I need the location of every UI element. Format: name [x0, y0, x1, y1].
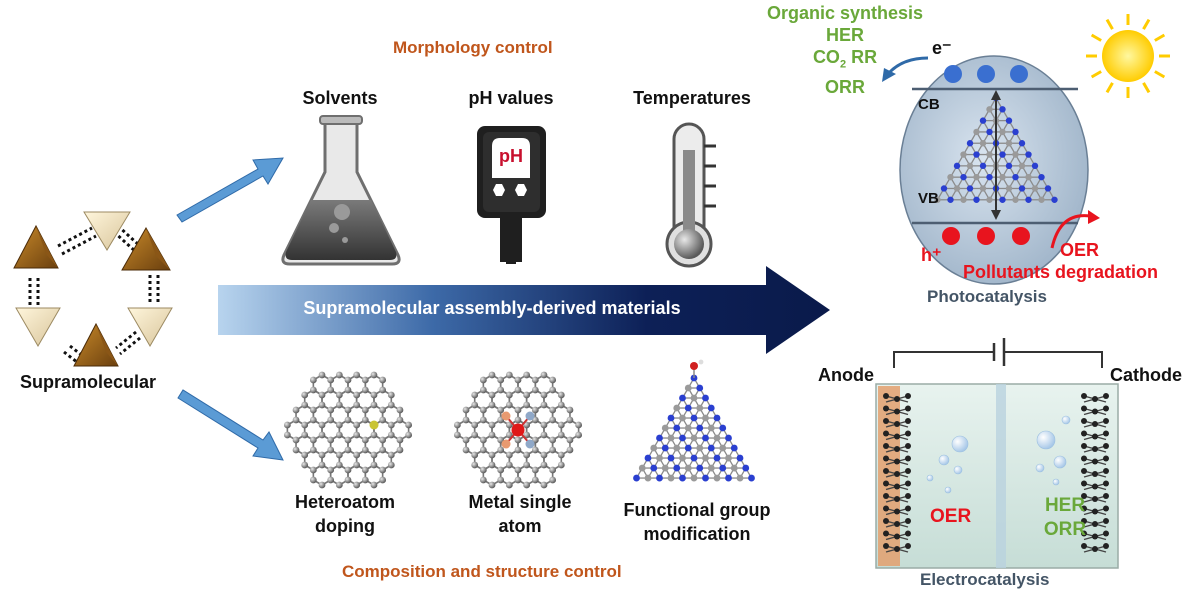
electron-transfer-arrow — [882, 56, 929, 82]
electron-label: e⁻ — [932, 38, 952, 58]
electron-dot — [944, 65, 962, 83]
hole-label: h⁺ — [921, 245, 942, 265]
hole-dot — [977, 227, 995, 245]
oer-photo-label: OER — [1060, 240, 1100, 260]
ph-badge: pH — [499, 146, 523, 166]
composition-title: Composition and structure control — [342, 562, 622, 581]
thermometer-icon — [665, 122, 716, 268]
supramolecular-ring-icon — [13, 211, 173, 368]
vb-label: VB — [918, 190, 939, 207]
morphology-title: Morphology control — [393, 38, 553, 57]
upper-branch-arrow — [176, 157, 284, 223]
electron-dot — [1010, 65, 1028, 83]
reduction-products: Organic synthesis HER CO2 RR ORR — [760, 2, 930, 98]
hole-dot — [942, 227, 960, 245]
functional-group-label: Functional group modification — [623, 500, 771, 544]
electrocatalysis-title: Electrocatalysis — [920, 570, 1050, 589]
sun-icon — [1086, 14, 1170, 98]
solvents-label: Solvents — [302, 88, 378, 108]
electron-dot — [977, 65, 995, 83]
doped-graphene-icon — [283, 371, 413, 489]
single-atom-graphene-icon — [453, 371, 583, 489]
electrolysis-cell — [875, 338, 1119, 569]
lower-branch-arrow — [177, 389, 284, 461]
photocatalyst-particle — [899, 55, 1089, 285]
ph-meter-icon — [477, 126, 546, 264]
carbon-nitride-icon — [633, 359, 755, 482]
cb-label: CB — [918, 96, 940, 113]
metal-single-atom-label: Metal single atom — [468, 492, 572, 536]
hole-transfer-arrow — [1050, 210, 1100, 249]
photocatalysis-title: Photocatalysis — [927, 287, 1047, 306]
temperatures-label: Temperatures — [633, 88, 751, 108]
source-label: Supramolecular — [20, 372, 157, 392]
cathode-label: Cathode — [1110, 365, 1182, 385]
flask-icon — [281, 115, 401, 266]
cathode-products: HER ORR — [1043, 495, 1087, 540]
main-arrow-label: Supramolecular assembly-derived material… — [303, 298, 681, 318]
pollutants-label: Pollutants degradation — [963, 262, 1159, 282]
main-arrow-shape — [218, 266, 830, 354]
oer-electro-label: OER — [930, 506, 972, 527]
hole-dot — [1012, 227, 1030, 245]
ph-values-label: pH values — [468, 88, 554, 108]
heteroatom-doping-label: Heteroatom doping — [294, 492, 396, 536]
co2rr-label: CO2 RR — [812, 47, 878, 71]
anode-label: Anode — [818, 365, 874, 385]
